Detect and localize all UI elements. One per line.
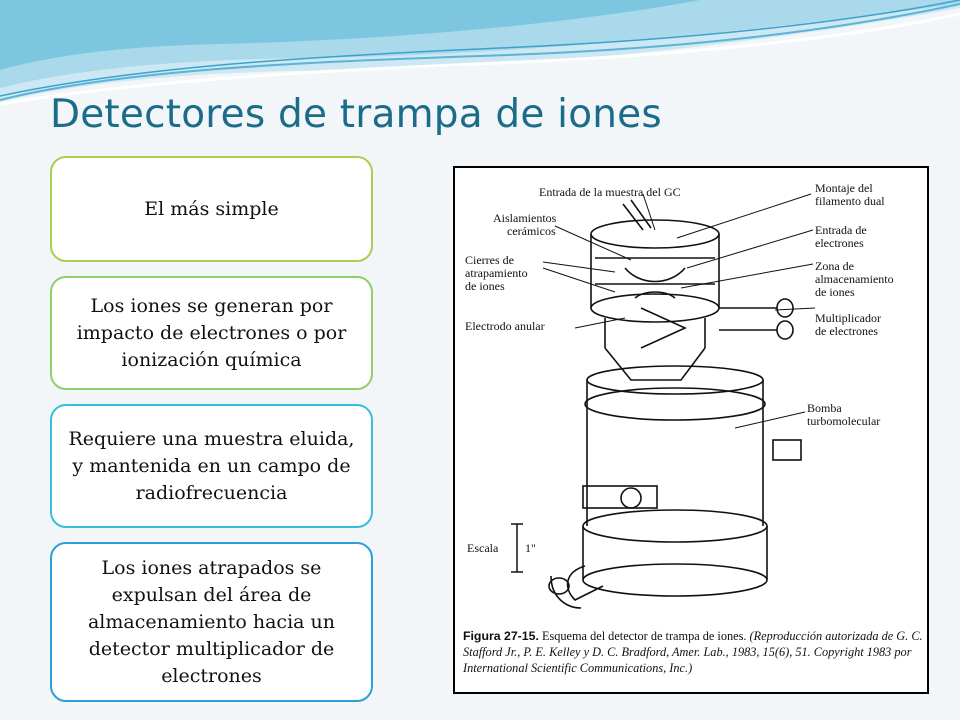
point-box-3: Requiere una muestra eluida, y mantenida… — [50, 404, 373, 528]
label-entrada-e-2: electrones — [815, 236, 864, 250]
point-text-3: Requiere una muestra eluida, y mantenida… — [68, 427, 355, 504]
label-bomba-2: turbomolecular — [807, 414, 881, 428]
label-electrodo-anular: Electrodo anular — [465, 319, 545, 333]
caption-normal: Esquema del detector de trampa de iones. — [541, 629, 747, 643]
label-escala-valor: 1" — [525, 541, 536, 555]
caption-italic: (Reproducción autorizada de G. C. Staffo… — [463, 629, 923, 675]
label-bomba-1: Bomba — [807, 401, 842, 415]
ion-trap-figure: Entrada de la muestra del GC Aislamiento… — [453, 166, 929, 694]
point-box-4: Los iones atrapados se expulsan del área… — [50, 542, 373, 702]
point-text-1: El más simple — [144, 197, 279, 220]
point-text-4: Los iones atrapados se expulsan del área… — [87, 556, 335, 687]
label-aislamientos: Aislamientos — [493, 211, 557, 225]
point-box-1: El más simple — [50, 156, 373, 262]
figure-caption: Figura 27-15. Esquema del detector de tr… — [463, 628, 923, 676]
label-zona-3: de iones — [815, 285, 855, 299]
label-escala: Escala — [467, 541, 499, 555]
label-entrada-e-1: Entrada de — [815, 223, 867, 237]
ion-trap-drawing — [511, 193, 816, 609]
caption-bold: Figura 27-15. — [463, 629, 539, 643]
label-entrada-muestra: Entrada de la muestra del GC — [539, 185, 681, 199]
label-cierres-1: Cierres de — [465, 253, 514, 267]
slide-title: Detectores de trampa de iones — [50, 92, 662, 137]
label-multiplicador-2: de electrones — [815, 324, 878, 338]
label-zona-1: Zona de — [815, 259, 854, 273]
point-box-2: Los iones se generan por impacto de elec… — [50, 276, 373, 390]
header-waves — [0, 0, 960, 106]
point-text-2: Los iones se generan por impacto de elec… — [76, 294, 347, 371]
label-multiplicador-1: Multiplicador — [815, 311, 881, 325]
label-cierres-3: de iones — [465, 279, 505, 293]
label-montaje-2: filamento dual — [815, 194, 885, 208]
label-zona-2: almacenamiento — [815, 272, 894, 286]
label-montaje-1: Montaje del — [815, 181, 873, 195]
label-ceramicos: cerámicos — [507, 224, 556, 238]
label-cierres-2: atrapamiento — [465, 266, 528, 280]
